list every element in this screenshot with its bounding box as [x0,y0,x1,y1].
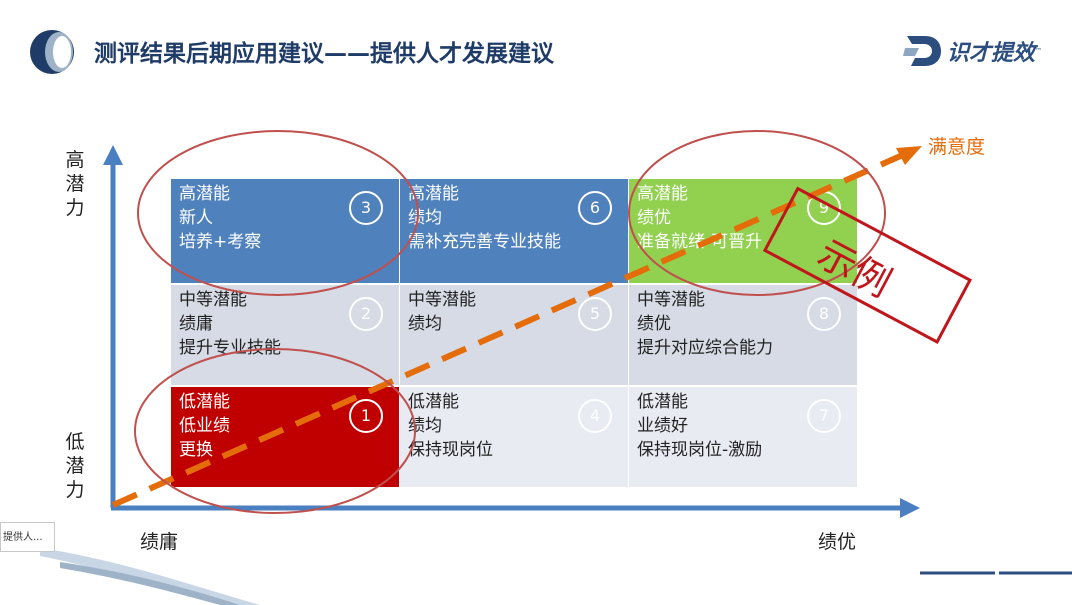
grid-cell-line: 绩均 [408,416,442,436]
bottom-swoosh-2 [60,562,240,605]
grid-cell-line: 中等潜能 [179,290,247,310]
grid-cell-9: 高潜能绩优准备就绪-可晋升9 [629,179,857,283]
grid-cell-line: 高潜能 [179,184,230,204]
grid-cell-number-badge: 8 [807,297,841,331]
grid-cell-number-badge: 1 [349,399,383,433]
grid-cell-line: 保持现岗位-激励 [637,440,763,460]
grid-cell-number-badge: 4 [578,399,612,433]
brand-name: 识才提效 [946,41,1035,66]
grid-cell-5: 中等潜能绩均 5 [400,285,628,385]
axis-char: 低 [65,431,85,453]
grid-cell-line: 绩优 [637,208,671,228]
grid-cell-number-badge: 7 [807,399,841,433]
grid-cell-1: 低潜能低业绩更换 1 [171,387,399,487]
x-axis-high-label: 绩优 [818,531,857,553]
grid-cell-line: 中等潜能 [637,290,705,310]
axis-char: 潜 [65,173,85,195]
grid-cell-line: 培养+考察 [179,232,262,252]
x-axis-arrow [900,498,920,518]
trend-arrow [896,146,922,165]
grid-cell-line: 低业绩 [179,416,230,436]
axis-char: 潜 [65,455,85,477]
highlight-ellipse-top-right [628,130,886,296]
grid-cell-line: 需补充完善专业技能 [408,232,561,252]
x-axis-low-label: 绩庸 [140,531,179,553]
grid-cell-line: 绩均 [408,314,442,334]
grid-cell-line: 保持现岗位 [408,440,493,460]
brand-d-icon [902,36,941,66]
brand-logo: 识才提效 ™ [902,34,1042,68]
grid-cell-4: 低潜能绩均保持现岗位 4 [400,387,628,487]
bottom-swoosh [40,548,260,605]
highlight-ellipse-bottom-left [134,348,416,514]
trend-label: 满意度 [928,136,986,158]
grid-cell-number-badge: 3 [349,191,383,225]
grid-cell-line: 提升对应综合能力 [637,338,773,358]
page-title: 测评结果后期应用建议——提供人才发展建议 [94,41,554,67]
grid-cell-3: 高潜能新人培养+考察 3 [171,179,399,283]
grid-cell-2: 中等潜能绩庸提升专业技能 2 [171,285,399,385]
y-axis-low-label: 低潜力 [64,430,86,502]
grid-cell-line: 业绩好 [637,416,688,436]
grid-cell-line: 低潜能 [179,392,230,412]
grid-cell-line: 更换 [179,440,213,460]
highlight-ellipse-top-left [137,130,419,296]
grid-cell-line: 低潜能 [637,392,688,412]
example-stamp-frame [762,186,972,344]
grid-cell-line: 中等潜能 [408,290,476,310]
axis-char: 力 [65,197,85,219]
grid-cell-line: 高潜能 [408,184,459,204]
axis-char: 高 [65,149,85,171]
grid-cell-8: 中等潜能绩优提升对应综合能力 8 [629,285,857,385]
grid-cell-number-badge: 6 [578,191,612,225]
title-area: 测评结果后期应用建议——提供人才发展建议 [84,26,554,76]
grid-cell-line: 高潜能 [637,184,688,204]
axis-char: 力 [65,479,85,501]
grid-cell-number-badge: 5 [578,297,612,331]
grid-cell-line: 提升专业技能 [179,338,281,358]
slide-thumbnail-tab[interactable]: 提供人... [0,522,55,552]
y-axis-high-label: 高潜力 [64,148,86,220]
grid-cell-line: 绩庸 [179,314,213,334]
grid-cell-line: 新人 [179,208,213,228]
grid-cell-line: 低潜能 [408,392,459,412]
y-axis-arrow [103,145,123,165]
grid-cell-7: 低潜能业绩好保持现岗位-激励 7 [629,387,857,487]
grid-cell-line: 绩优 [637,314,671,334]
grid-cell-number-badge: 2 [349,297,383,331]
brand-tm: ™ [1035,47,1042,55]
trend-line [111,151,907,508]
logo-icon [30,30,74,74]
